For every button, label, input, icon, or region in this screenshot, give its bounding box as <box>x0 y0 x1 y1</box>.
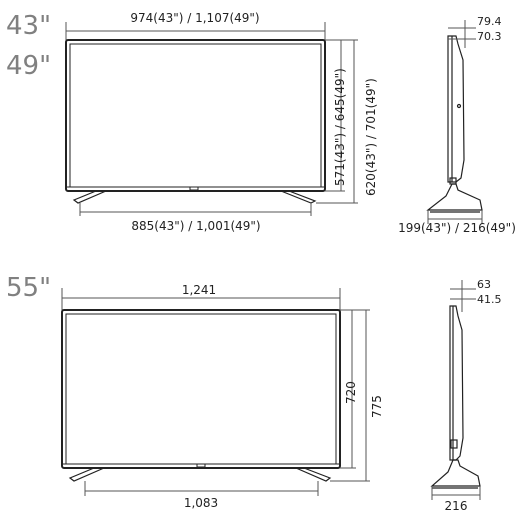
depth-dimension-top-55 <box>450 280 476 312</box>
size-label-43: 43" <box>6 11 51 41</box>
depth-dimension-stand <box>427 210 483 224</box>
depth-dimension-stand-55 <box>431 486 481 500</box>
tv-front-55 <box>61 309 341 482</box>
width-label-stand-55: 1,083 <box>184 496 218 510</box>
height-label-total: 620(43") / 701(49") <box>364 78 378 196</box>
section-43-49: 43" 49" 974(43") / 1,107(49") 885(43") /… <box>6 11 516 235</box>
tv-side-55 <box>430 305 481 489</box>
width-label-top-55: 1,241 <box>182 283 216 297</box>
depth-label-top-1-55: 63 <box>477 278 491 291</box>
width-dimension-stand <box>79 203 312 216</box>
depth-label-top-1: 79.4 <box>477 15 502 28</box>
height-dimension-55 <box>330 309 370 482</box>
depth-label-top-2-55: 41.5 <box>477 293 502 306</box>
width-dimension-top-55 <box>61 288 341 310</box>
size-label-49: 49" <box>6 51 51 81</box>
depth-label-top-2: 70.3 <box>477 30 502 43</box>
height-dimension <box>316 39 358 204</box>
depth-label-stand-55: 216 <box>445 499 468 511</box>
width-dimension-stand-55 <box>84 481 319 496</box>
tv-front-43-49 <box>65 39 326 204</box>
size-label-55: 55" <box>6 273 51 303</box>
depth-label-stand: 199(43") / 216(49") <box>398 221 516 235</box>
width-label-top: 974(43") / 1,107(49") <box>130 11 259 25</box>
width-dimension-top <box>65 22 326 40</box>
section-55: 55" 1,241 1,083 <box>6 273 502 511</box>
depth-dimension-top <box>448 20 476 48</box>
width-label-stand: 885(43") / 1,001(49") <box>131 219 260 233</box>
height-label-total-55: 775 <box>370 395 384 418</box>
height-label-screen-55: 720 <box>344 381 358 404</box>
height-label-screen: 571(43") / 645(49") <box>333 68 347 186</box>
tv-side-43-49 <box>426 35 483 213</box>
